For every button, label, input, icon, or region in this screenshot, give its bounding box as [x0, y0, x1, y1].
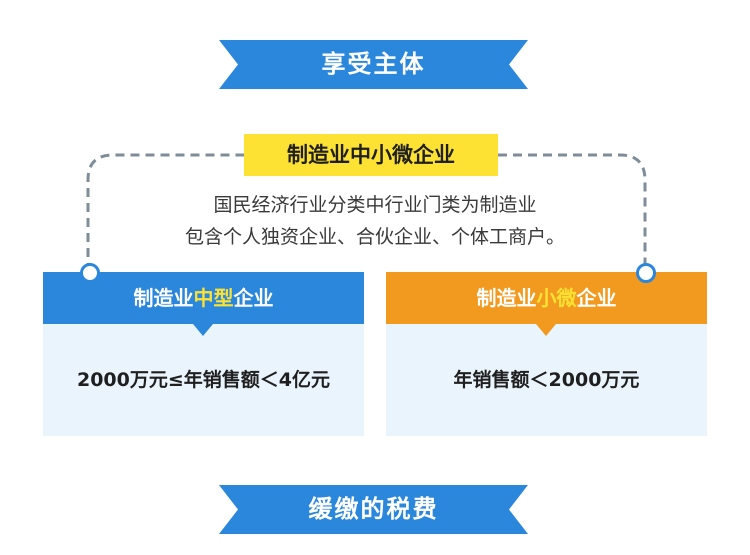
top-banner-title: 享受主体 — [321, 50, 426, 78]
top-banner: 享受主体 — [219, 40, 528, 89]
medium-enterprise-card-header: 制造业中型企业 — [43, 272, 364, 324]
small-micro-enterprise-card-header: 制造业小微企业 — [386, 272, 707, 324]
medium-enterprise-condition: 2000万元≤年销售额＜4亿元 — [43, 324, 364, 436]
card-pointer — [193, 324, 213, 336]
bottom-banner-title: 缓缴的税费 — [308, 495, 439, 523]
small-micro-enterprise-card: 制造业小微企业 年销售额＜2000万元 — [386, 272, 707, 436]
card-title-suffix: 企业 — [576, 286, 617, 310]
connector-dot-right — [636, 263, 656, 283]
description-line-1: 国民经济行业分类中行业门类为制造业 — [213, 194, 537, 216]
description-line-2: 包含个人独资企业、合伙企业、个体工商户。 — [184, 226, 565, 248]
card-title-highlight: 中型 — [193, 286, 234, 310]
connector-dot-left — [80, 263, 100, 283]
banner-ribbon-shape — [219, 485, 528, 534]
card-title-prefix: 制造业 — [133, 286, 194, 310]
banner-ribbon-shape — [219, 40, 528, 89]
category-label: 制造业中小微企业 — [244, 134, 498, 176]
small-micro-enterprise-condition: 年销售额＜2000万元 — [386, 324, 707, 436]
card-pointer — [536, 324, 556, 336]
bottom-banner: 缓缴的税费 — [219, 485, 528, 534]
card-title-prefix: 制造业 — [476, 286, 537, 310]
card-title-highlight: 小微 — [536, 286, 577, 310]
card-title-suffix: 企业 — [233, 286, 274, 310]
medium-enterprise-card: 制造业中型企业 2000万元≤年销售额＜4亿元 — [43, 272, 364, 436]
